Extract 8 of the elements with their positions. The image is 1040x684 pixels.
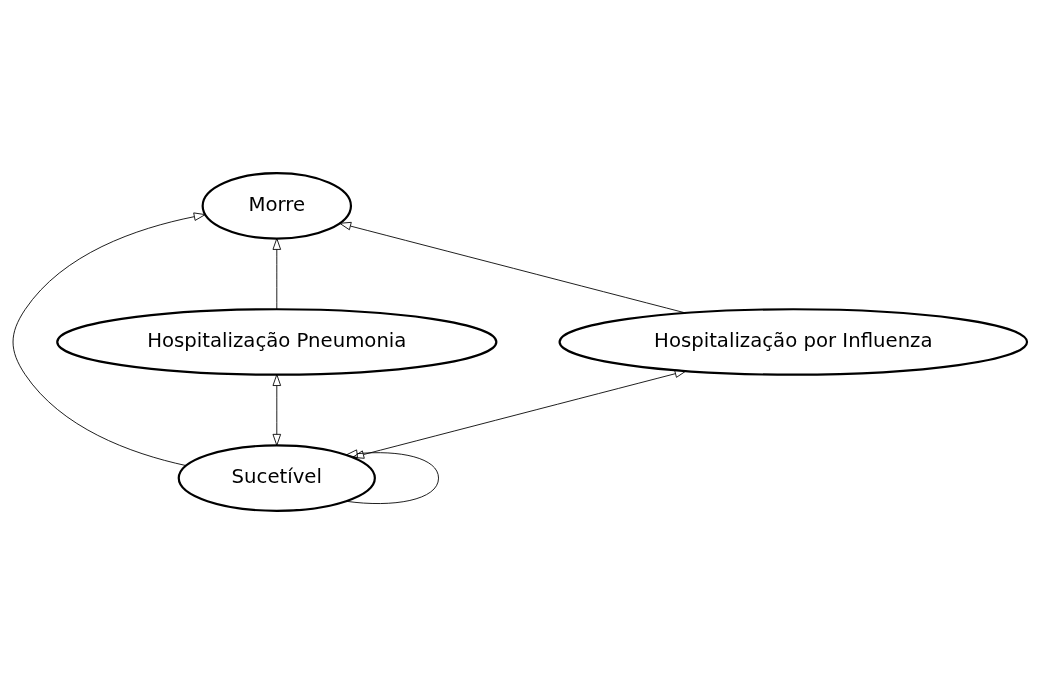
arrow [272, 374, 282, 446]
arrow [345, 449, 439, 504]
arrow [339, 221, 687, 314]
arrow [272, 238, 282, 310]
arrow [352, 369, 687, 459]
node-ellipse: Hospitalização Pneumonia [56, 308, 498, 376]
node-ellipse: Sucetível [177, 444, 376, 512]
arrow [12, 212, 206, 467]
